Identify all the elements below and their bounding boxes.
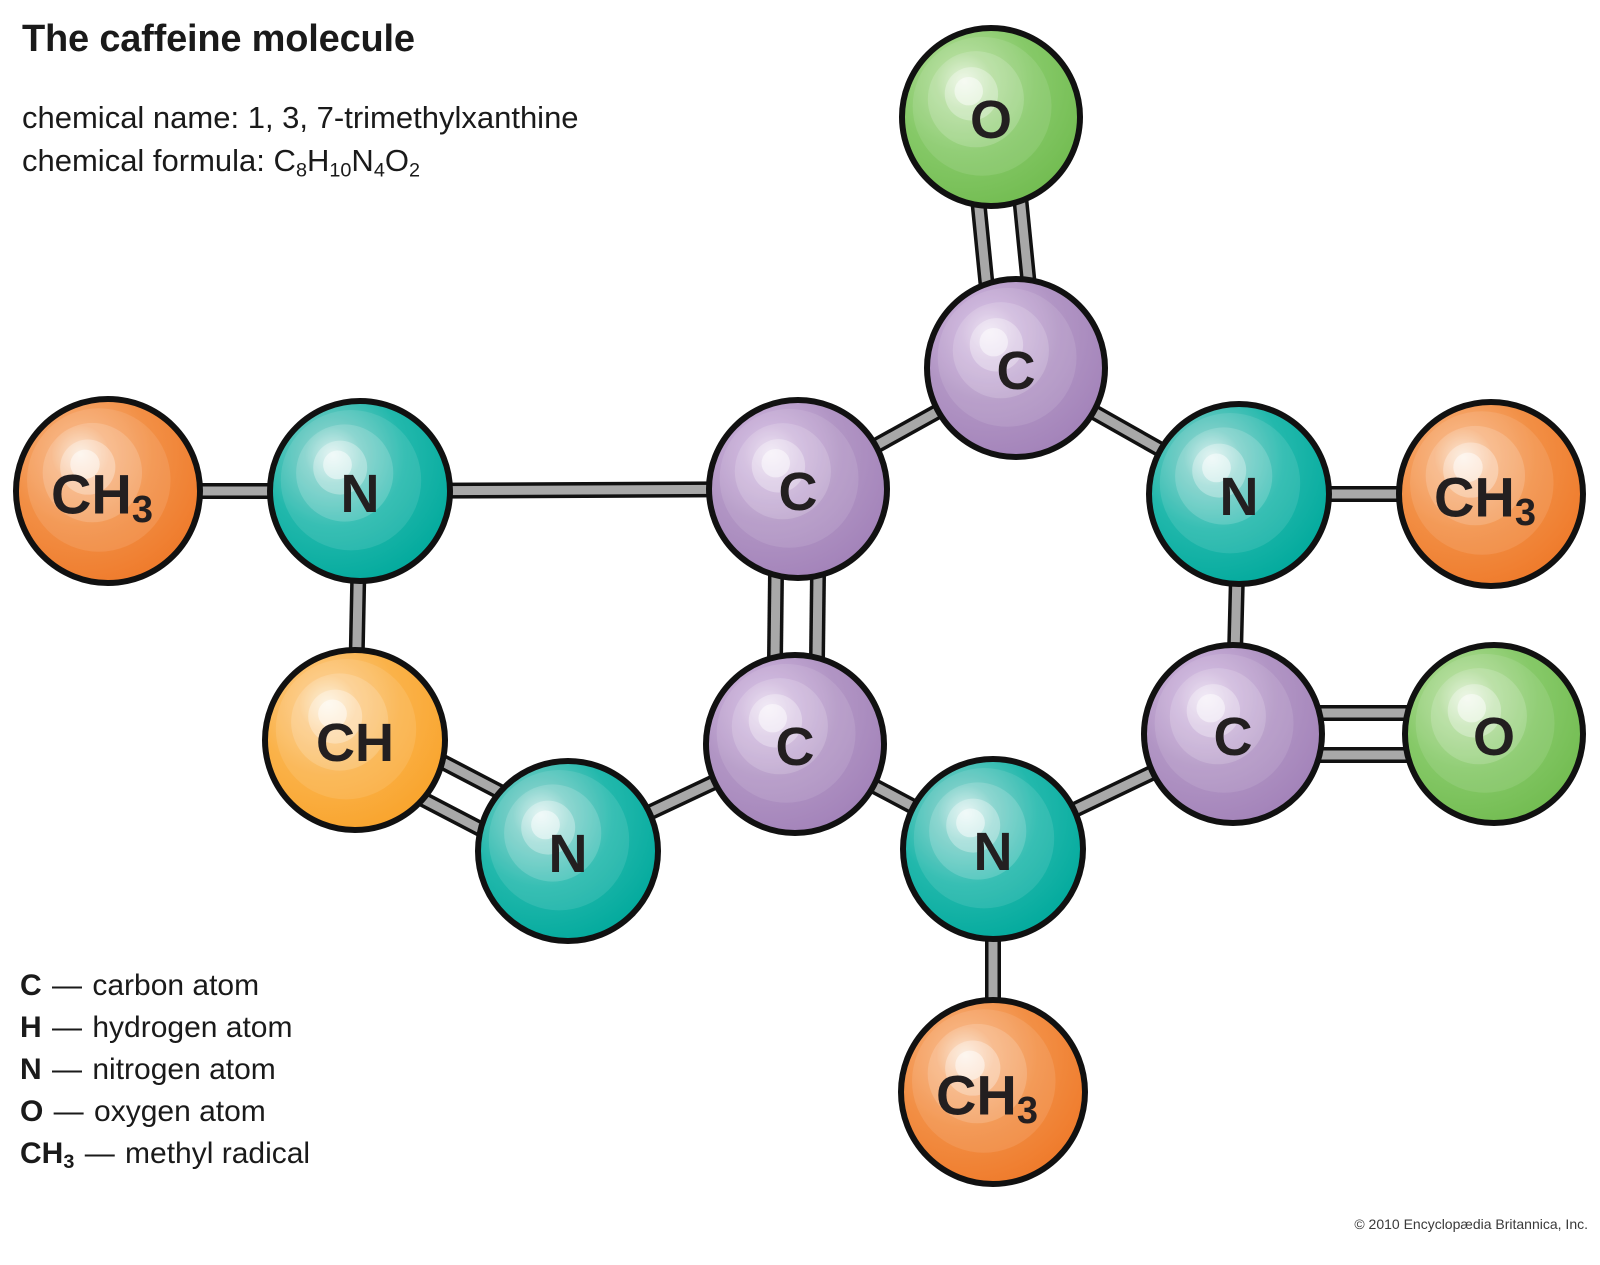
legend-symbol: N <box>20 1053 42 1086</box>
double-bond <box>766 571 827 662</box>
page-title: The caffeine molecule <box>22 18 415 60</box>
chemical-info: chemical name: 1, 3, 7-trimethylxanthine… <box>22 96 579 182</box>
single-bond <box>1065 762 1162 820</box>
formula-o-count: 2 <box>408 159 420 182</box>
double-bond <box>970 196 1037 289</box>
chemical-name-value: 1, 3, 7-trimethylxanthine <box>247 100 579 135</box>
chemical-name-label: chemical name: <box>22 100 240 135</box>
atom-n-lowleft: N <box>475 758 661 944</box>
chemical-formula-line: chemical formula: C8H10N4O2 <box>22 139 579 182</box>
legend-dash: — <box>43 1011 91 1044</box>
legend-description: nitrogen atom <box>92 1053 276 1086</box>
legend-dash: — <box>43 1053 91 1086</box>
atom-o-top: O <box>899 25 1083 209</box>
legend-description: carbon atom <box>92 969 260 1002</box>
formula-n: N <box>351 143 374 178</box>
legend-row: H — hydrogen atom <box>20 1007 310 1049</box>
atom-c-mid: C <box>703 652 887 836</box>
legend-symbol: H <box>20 1011 42 1044</box>
legend-description: methyl radical <box>125 1137 311 1170</box>
double-bond <box>416 753 507 838</box>
legend-row: C — carbon atom <box>20 965 310 1007</box>
legend-dash: — <box>45 1095 93 1128</box>
formula-o: O <box>384 143 409 178</box>
formula-c: C <box>273 143 296 178</box>
single-bond <box>443 481 716 499</box>
legend-description: hydrogen atom <box>92 1011 293 1044</box>
legend-row: O — oxygen atom <box>20 1091 310 1133</box>
formula-n-count: 4 <box>373 159 385 182</box>
single-bond <box>864 775 923 817</box>
single-bond <box>640 772 724 823</box>
legend-description: oxygen atom <box>94 1095 266 1128</box>
legend-row: N — nitrogen atom <box>20 1049 310 1091</box>
chemical-formula-label: chemical formula: <box>22 143 265 178</box>
atom-c-top: C <box>924 276 1108 460</box>
atom-n-left: N <box>267 398 453 584</box>
legend-symbol: CH3 <box>20 1137 75 1174</box>
formula-c-count: 8 <box>295 159 307 182</box>
formula-h-count: 10 <box>329 159 352 182</box>
atom-ch3-right: CH3 <box>1396 399 1586 589</box>
chemical-name-line: chemical name: 1, 3, 7-trimethylxanthine <box>22 96 579 139</box>
legend-row: CH3 — methyl radical <box>20 1133 310 1175</box>
legend-symbol: C <box>20 969 42 1002</box>
single-bond <box>1227 577 1245 652</box>
atom-n-bottom: N <box>900 756 1086 942</box>
legend-dash: — <box>76 1137 124 1170</box>
chemical-formula-value: C8H10N4O2 <box>273 143 420 180</box>
formula-h: H <box>306 143 330 178</box>
single-bond <box>866 401 948 456</box>
atom-n-right: N <box>1146 401 1332 587</box>
single-bond <box>348 574 367 657</box>
atom-ch-left: CH <box>262 647 448 833</box>
atom-ch3-left: CH3 <box>13 396 203 586</box>
atom-ch3-bottom: CH3 <box>898 997 1088 1187</box>
legend-symbol: O <box>20 1095 44 1128</box>
atom-o-right: O <box>1402 642 1586 826</box>
legend-dash: — <box>43 969 91 1002</box>
legend-symbol-subscript: 3 <box>63 1151 75 1174</box>
atom-c-right: C <box>1141 642 1325 826</box>
double-bond <box>1316 705 1411 763</box>
atom-c-left: C <box>706 397 890 581</box>
copyright-notice: © 2010 Encyclopædia Britannica, Inc. <box>1354 1216 1588 1232</box>
single-bond <box>1084 401 1170 460</box>
bond-layer <box>194 196 1411 1006</box>
